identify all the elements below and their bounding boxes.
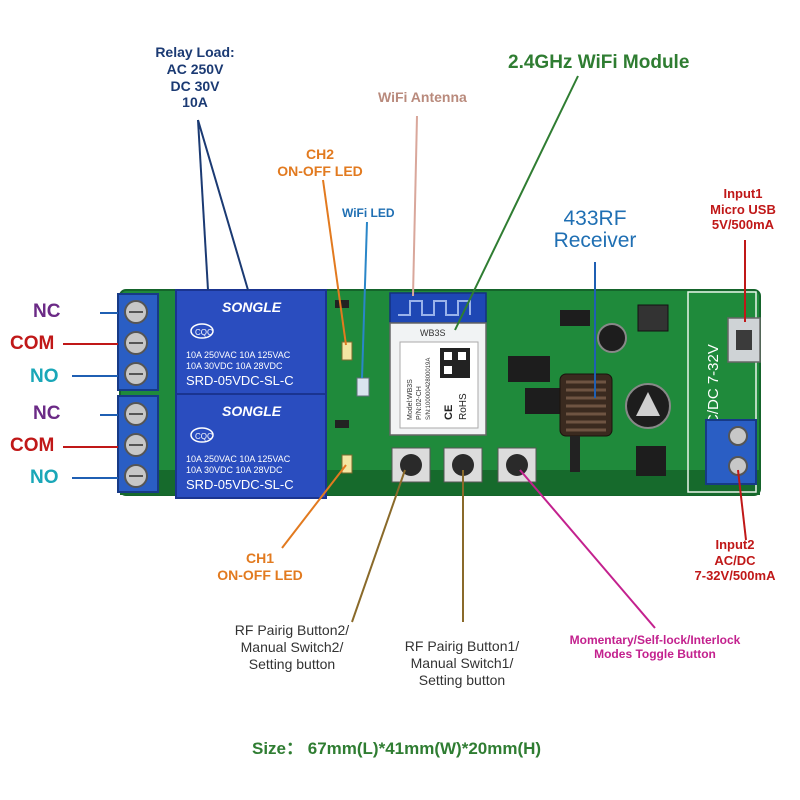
relay-brand: SONGLE	[222, 403, 282, 419]
module-title: WB3S	[420, 328, 446, 338]
terminal-nc-top: NC	[33, 301, 61, 322]
ch2-led-sub: ON-OFF LED	[277, 162, 363, 179]
input1-label: Input1 Micro USB 5V/500mA	[690, 186, 796, 233]
relay-ch2: SONGLE CQC 10A 250VAC 10A 125VAC 10A 30V…	[175, 289, 327, 395]
wifi-led	[356, 377, 370, 397]
mode-toggle-button[interactable]	[497, 447, 537, 483]
voltage-silkscreen: AC/DC 7-32V	[705, 344, 722, 435]
relay-rating-2: 10A 30VDC 10A 28VDC	[186, 361, 283, 371]
relay-ch1: SONGLE CQC 10A 250VAC 10A 125VAC 10A 30V…	[175, 393, 327, 499]
wifi-antenna-label: WiFi Antenna	[378, 89, 467, 105]
terminal-no-bottom: NO	[30, 467, 59, 488]
wifi-module-label: 2.4GHz WiFi Module	[508, 52, 690, 73]
rf-receiver-sub: Receiver	[553, 229, 637, 253]
mode-button-line2: Modes Toggle Button	[594, 647, 716, 662]
terminal-block-top	[117, 293, 159, 391]
smd-component	[335, 300, 349, 308]
button2-label: RF Pairig Button2/ Manual Switch2/ Setti…	[218, 622, 366, 672]
mode-button-line1: Momentary/Self-lock/Interlock	[569, 633, 741, 647]
relay-cert: CQC	[195, 432, 213, 441]
input2-rating: 7-32V/500mA	[694, 568, 776, 584]
capacitor-mark	[636, 392, 660, 416]
button1-line2: Manual Switch1/	[410, 654, 514, 671]
ch2-led-title: CH2	[305, 146, 334, 162]
input2-title: Input2	[715, 537, 755, 552]
header-pins	[570, 436, 580, 472]
module-pn: P/N:02-CH	[416, 386, 423, 420]
ch1-led-sub: ON-OFF LED	[217, 566, 303, 583]
terminal-com-top: COM	[10, 333, 55, 354]
module-model: Model:WB3S	[407, 379, 414, 420]
button2-line2: Manual Switch2/	[240, 638, 344, 655]
input2-label: Input2 AC/DC 7-32V/500mA	[680, 537, 790, 584]
relay-load-dc: DC 30V	[170, 77, 220, 94]
relay-model: SRD-05VDC-SL-C	[186, 373, 294, 388]
capacitor	[597, 323, 627, 353]
ch2-led	[341, 341, 353, 361]
power-section-outline	[687, 291, 757, 493]
ic-chip	[560, 310, 590, 326]
button2-line1: RF Pairig Button2/	[234, 622, 350, 638]
terminal-com-bottom: COM	[10, 435, 55, 456]
wifi-led-label: WiFi LED	[342, 206, 395, 220]
relay-rating-1: 10A 250VAC 10A 125VAC	[186, 454, 291, 464]
terminal-nc-bottom: NC	[33, 403, 61, 424]
relay-rating-2: 10A 30VDC 10A 28VDC	[186, 465, 283, 475]
button2-line3: Setting button	[248, 655, 336, 672]
ch2-led-label: CH2 ON-OFF LED	[260, 146, 380, 180]
input1-rating: 5V/500mA	[711, 217, 775, 233]
relay-load-ac: AC 250V	[166, 60, 224, 77]
inductor	[637, 304, 669, 332]
rf-receiver-coil	[566, 380, 606, 432]
power-terminal-block	[705, 419, 757, 485]
button1-line3: Setting button	[418, 671, 506, 688]
ch1-led-label: CH1 ON-OFF LED	[200, 550, 320, 584]
input2-type: AC/DC	[714, 552, 756, 568]
terminal-no-top: NO	[30, 366, 59, 387]
module-sn: S/N:10000042800019A	[426, 358, 432, 420]
rf-receiver-title: 433RF	[563, 207, 627, 230]
relay-load-label: Relay Load: AC 250V DC 30V 10A	[140, 44, 250, 111]
pointer-lines	[63, 75, 747, 629]
button1-label: RF Pairig Button1/ Manual Switch1/ Setti…	[388, 638, 536, 688]
terminal-block-bottom	[117, 395, 159, 493]
relay-rating-1: 10A 250VAC 10A 125VAC	[186, 350, 291, 360]
antenna-trace	[398, 300, 471, 316]
relay-brand: SONGLE	[222, 299, 282, 315]
input1-title: Input1	[723, 186, 763, 201]
smd-component	[335, 420, 349, 428]
size-label: Size： 67mm(L)*41mm(W)*20mm(H)	[252, 739, 542, 758]
relay-cert: CQC	[195, 328, 213, 337]
rf-receiver-label: 433RF Receiver	[535, 207, 655, 253]
input1-port: Micro USB	[710, 201, 776, 217]
relay-model: SRD-05VDC-SL-C	[186, 477, 294, 492]
ce-mark: CE	[443, 405, 455, 420]
rohs-mark: RoHS	[458, 393, 469, 420]
ch1-led	[341, 454, 353, 474]
button-2[interactable]	[391, 447, 431, 483]
relay-load-title: Relay Load:	[155, 44, 235, 60]
ic-chip	[508, 356, 550, 382]
voltage-regulator	[636, 446, 666, 476]
relay-load-current: 10A	[182, 94, 208, 111]
ch1-led-title: CH1	[245, 550, 274, 566]
mode-button-label: Momentary/Self-lock/Interlock Modes Togg…	[548, 633, 762, 662]
wifi-module: WB3S Model:WB3S P/N:02-CH S/N:1000004280…	[389, 322, 487, 436]
button1-line1: RF Pairig Button1/	[404, 638, 520, 654]
